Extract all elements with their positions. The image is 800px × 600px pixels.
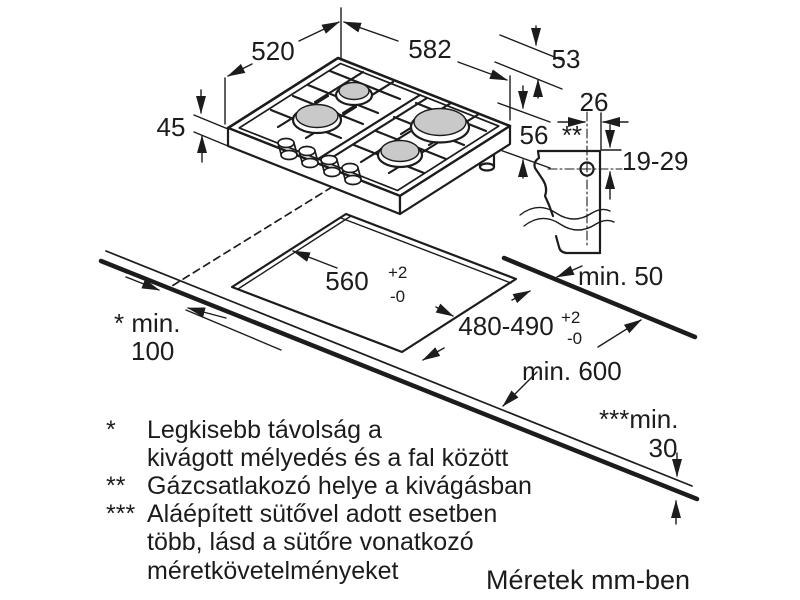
dim-min100-value: 100 xyxy=(131,336,174,366)
counter-front-top-edge xyxy=(105,250,693,487)
footnote-1-line-2: kivágott mélyedés és a fal között xyxy=(147,444,508,472)
knob xyxy=(298,145,319,169)
dim-arrow-560-left xyxy=(292,250,338,269)
dim-arrow-520-right xyxy=(298,21,340,42)
footnote-3-line-1: Aláépített sütővel adott esetben xyxy=(147,500,497,528)
break-wave-line xyxy=(519,206,611,220)
dimension-lines xyxy=(125,7,682,525)
cutout-opening xyxy=(230,212,518,354)
ext-line xyxy=(499,149,551,169)
cutout-inner-wall-right xyxy=(340,217,512,284)
dim-min600: min. 600 xyxy=(522,356,622,386)
footnote-marker-2: ** xyxy=(106,472,126,500)
gas-marker-asterisks: ** xyxy=(562,120,582,150)
dim-arrow-582-right xyxy=(457,61,508,81)
ext-line xyxy=(494,61,563,90)
dim-arrow-min600-bottom xyxy=(502,371,538,407)
burner-right-large xyxy=(409,107,471,144)
dim-arrow-min100-left xyxy=(125,276,160,291)
hob-front-right-face xyxy=(398,124,512,216)
counter-front-bottom-edge xyxy=(98,258,700,502)
profile-upper-outline xyxy=(533,149,602,218)
dim-cutout-depth-480490: 480-490 xyxy=(458,311,553,341)
burner-rear xyxy=(334,81,374,107)
projection-dashed-line xyxy=(171,186,333,287)
burners xyxy=(291,81,471,169)
dim-min100-label: * min. xyxy=(114,308,180,338)
dim-cutout-width-560: 560 xyxy=(325,266,368,296)
dim-height-45: 45 xyxy=(157,112,186,142)
dim-arrow-min600-top xyxy=(597,319,642,348)
break-wave-line xyxy=(523,217,615,231)
dim-arrow-min100-right xyxy=(187,307,227,319)
countertop xyxy=(98,250,700,502)
control-knobs xyxy=(277,137,362,186)
dim-min50: min. 50 xyxy=(578,261,663,291)
dim-arrow-min50 xyxy=(556,265,583,278)
footnote-marker-3: *** xyxy=(106,500,135,528)
rear-wall-line xyxy=(501,255,698,340)
dim-560-tol-minus: -0 xyxy=(390,287,405,306)
dim-gas-offset-26: 26 xyxy=(580,87,609,117)
dim-480-tol-minus: -0 xyxy=(567,329,582,348)
knob xyxy=(320,154,341,178)
footnotes: * Legkisebb távolság a kivágott mélyedés… xyxy=(106,416,690,595)
footnote-marker-1: * xyxy=(106,416,116,444)
dim-arrow-582-left xyxy=(343,21,399,42)
knob xyxy=(341,162,362,186)
burner-front xyxy=(376,139,424,169)
ext-line xyxy=(497,102,551,123)
ext-line xyxy=(193,131,229,147)
footnote-2-line-1: Gázcsatlakozó helye a kivágásban xyxy=(147,472,532,500)
dim-arrow-560-right xyxy=(435,303,454,317)
dim-arrow-520-left xyxy=(227,63,253,77)
ext-line xyxy=(499,34,563,61)
footnote-3-line-2: több, lásd a sütőre vonatkozó xyxy=(147,528,474,556)
dim-min30-label: ***min. xyxy=(599,404,678,434)
dim-min30-value: 30 xyxy=(649,433,678,463)
ext-line xyxy=(193,114,229,130)
dim-480-tol-plus: +2 xyxy=(561,308,580,327)
dim-arrow-480-top xyxy=(511,290,531,304)
knob xyxy=(277,137,298,161)
dim-height-53: 53 xyxy=(552,44,581,74)
burner-left xyxy=(291,103,343,135)
dim-width-582: 582 xyxy=(408,34,451,64)
footnote-3-line-3: méretkövetelményeket xyxy=(147,557,399,585)
dimension-labels: 520 582 53 45 56 26 ** 19-29 min. 50 560… xyxy=(114,34,689,463)
dim-gas-range-1929: 19-29 xyxy=(622,146,689,176)
units-note: Méretek mm-ben xyxy=(486,565,690,595)
dim-depth-520: 520 xyxy=(251,36,294,66)
dim-arrow-480-bottom xyxy=(422,347,445,361)
profile-lower-outline xyxy=(554,234,602,255)
footnote-1-line-1: Legkisebb távolság a xyxy=(147,416,382,444)
side-profile-detail xyxy=(519,111,623,255)
dim-height-56: 56 xyxy=(520,120,549,150)
grate-bar xyxy=(313,70,365,104)
hob-isometric-view xyxy=(226,56,512,216)
dim-560-tol-plus: +2 xyxy=(388,263,407,282)
